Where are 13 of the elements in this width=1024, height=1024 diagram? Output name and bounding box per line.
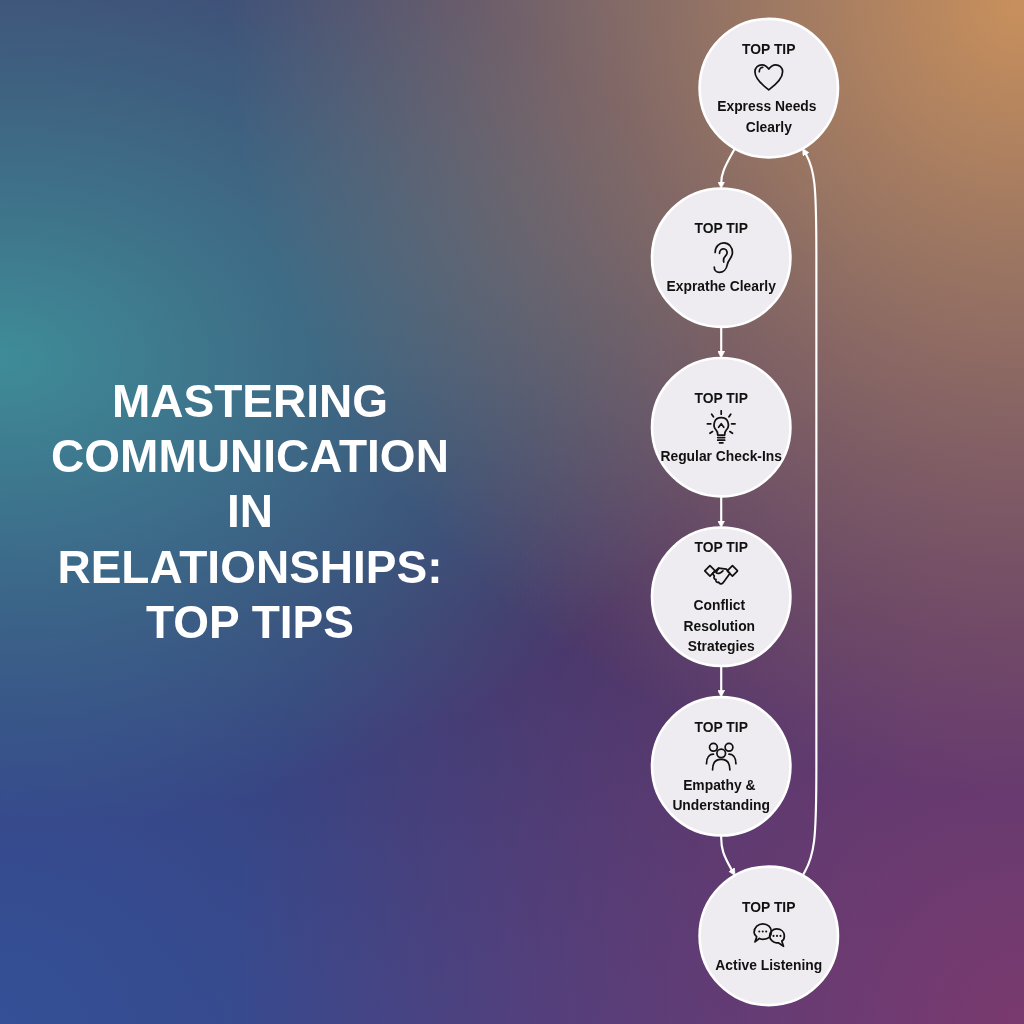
title: MASTERING COMMUNICATION IN RELATIONSHIPS: TOP TIPS [50,374,450,650]
node-circle: TOP TIP Active Listening [698,865,840,1007]
arrow [717,666,725,698]
arrow [717,326,725,359]
arrow [717,496,725,528]
node-circle: TOP TIP Exprathe Clearly [650,187,792,329]
node-circle: TOP TIP Express Needs Clearly [698,17,840,159]
node-circle: TOP TIP Regular Check-Ins [650,356,792,498]
node-circle: TOP TIP Conflict Resolution Strategies [650,526,792,668]
arrow [720,835,736,876]
arrow [801,148,818,877]
node-circle: TOP TIP Empathy & Understanding [650,695,792,837]
arrow [717,147,736,189]
